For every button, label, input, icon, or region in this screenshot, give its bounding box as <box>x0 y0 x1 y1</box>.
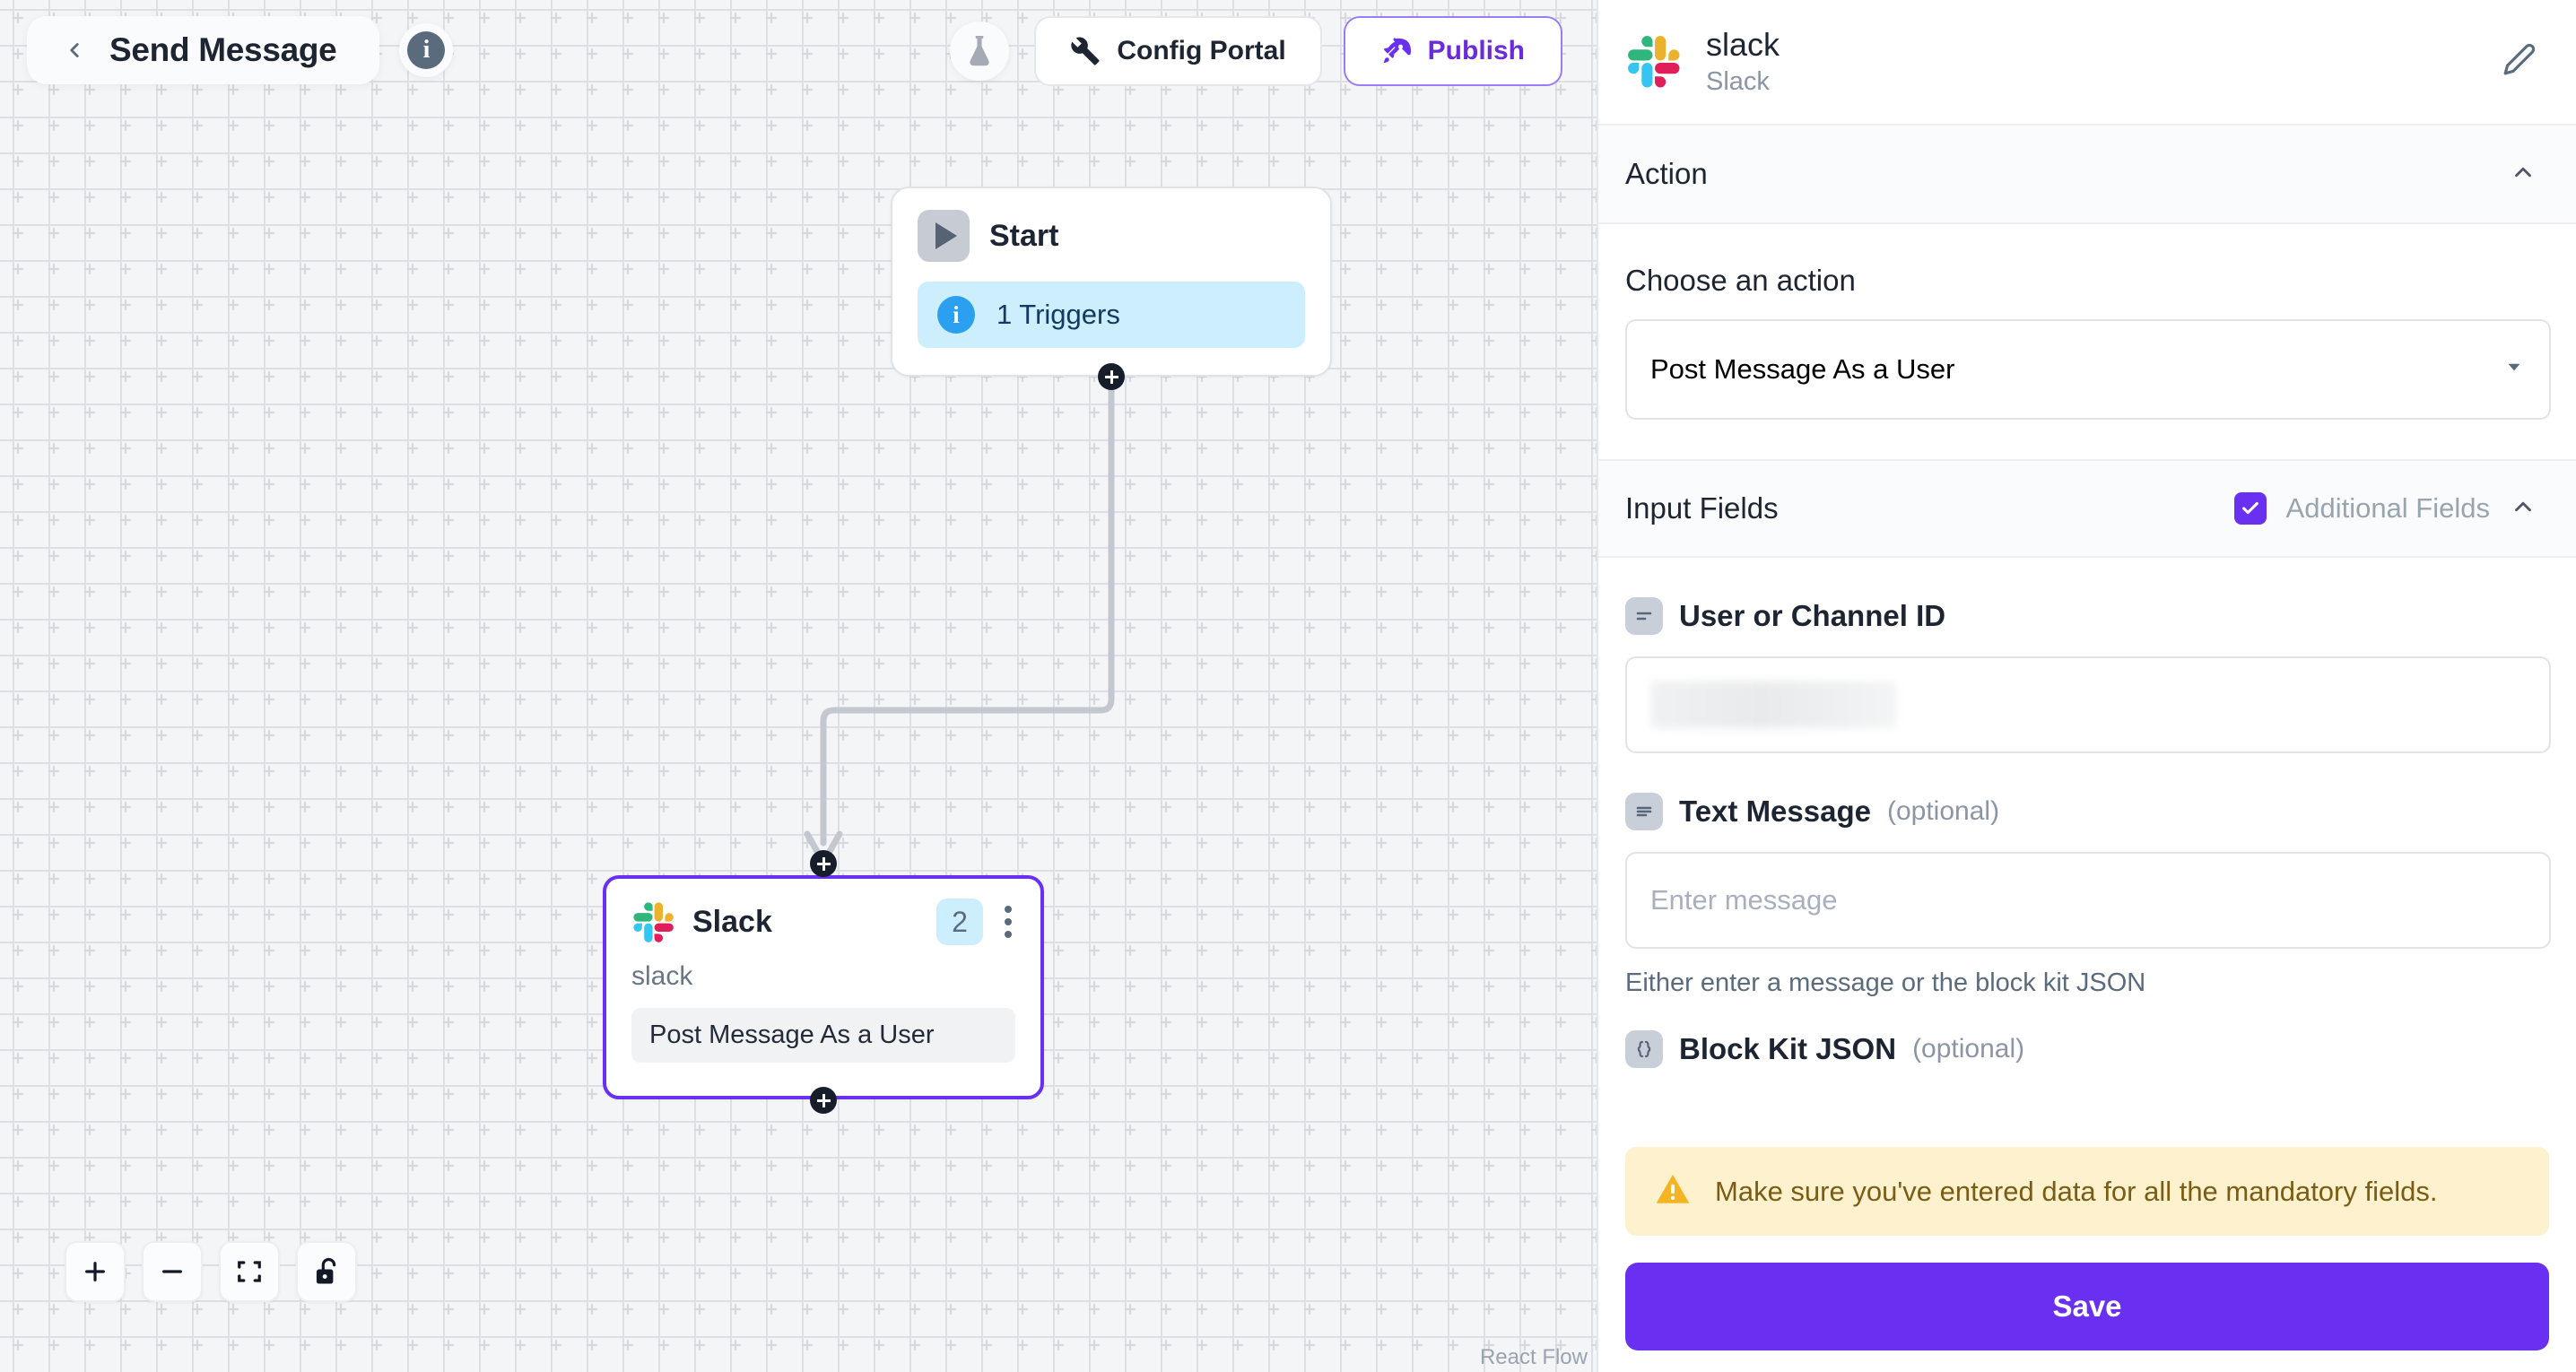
panel-footer: Make sure you've entered data for all th… <box>1598 1124 2576 1372</box>
flow-title-bar: Send Message <box>27 16 380 84</box>
text-message-input[interactable]: Enter message <box>1625 852 2551 949</box>
flow-edge-start-to-slack <box>804 373 1115 866</box>
flow-canvas[interactable]: Send Message i Config Portal <box>0 0 1597 1372</box>
field-label-block-kit-json: Block Kit JSON (optional) <box>1625 1030 2549 1068</box>
slack-node-subtitle: slack <box>631 961 693 991</box>
unlock-icon <box>316 1257 336 1284</box>
field-label-text: Block Kit JSON <box>1679 1032 1897 1065</box>
choose-action-label-row: Choose an action <box>1625 264 2549 298</box>
field-label-user-or-channel-id: User or Channel ID <box>1625 597 2549 635</box>
config-portal-button[interactable]: Config Portal <box>1034 16 1322 86</box>
field-label-text: User or Channel ID <box>1679 599 1946 632</box>
test-flask-button[interactable] <box>950 22 1010 81</box>
text-message-placeholder: Enter message <box>1650 884 1838 916</box>
action-select[interactable]: Post Message As a User <box>1625 319 2551 420</box>
field-optional-tag: (optional) <box>1886 796 2000 826</box>
text-field-icon <box>1625 793 1663 830</box>
plus-icon <box>85 1262 105 1281</box>
additional-fields-checkbox[interactable] <box>2233 492 2267 525</box>
start-node-title: Start <box>989 218 1059 253</box>
fit-view-icon <box>238 1261 261 1282</box>
slack-node-action-label: Post Message As a User <box>631 1008 1015 1063</box>
canvas-topbar-right: Config Portal Publish <box>950 16 1562 86</box>
canvas-grid <box>0 0 1597 1372</box>
add-node-handle-slack-bottom[interactable] <box>810 1087 837 1114</box>
zoom-out-button[interactable] <box>142 1241 203 1302</box>
config-portal-label: Config Portal <box>1117 36 1286 65</box>
text-message-helper: Either enter a message or the block kit … <box>1625 968 2146 997</box>
panel-header: slack Slack <box>1598 0 2576 126</box>
save-button[interactable]: Save <box>1625 1263 2549 1350</box>
text-field-icon <box>1625 597 1663 635</box>
panel-app-type: Slack <box>1706 66 1770 96</box>
slack-node-badge: 2 <box>936 899 983 945</box>
input-fields-section-header[interactable]: Input Fields Additional Fields <box>1598 459 2576 558</box>
input-fields-body: User or Channel ID Text Message (optiona… <box>1598 558 2576 1090</box>
info-icon: i <box>407 31 446 69</box>
slack-node-header: Slack 2 <box>631 899 1015 945</box>
chevron-down-icon <box>2502 353 2526 386</box>
page-title: Send Message <box>109 31 337 68</box>
check-icon <box>2241 501 2258 515</box>
user-or-channel-id-input[interactable] <box>1625 656 2551 753</box>
add-node-handle-start-bottom[interactable] <box>1098 363 1125 390</box>
publish-label: Publish <box>1427 36 1525 65</box>
slack-node-title: Slack <box>692 904 772 939</box>
action-section-title: Action <box>1625 157 1708 190</box>
mandatory-fields-warning: Make sure you've entered data for all th… <box>1625 1147 2549 1236</box>
action-section-header[interactable]: Action <box>1598 126 2576 224</box>
trigger-count-label: 1 Triggers <box>996 299 1120 330</box>
slack-logo-icon <box>633 902 674 942</box>
action-section-body: Choose an action Post Message As a User <box>1598 224 2576 420</box>
flow-node-start[interactable]: Start i 1 Triggers <box>891 187 1332 377</box>
wrench-icon <box>1071 37 1100 65</box>
start-node-header: Start <box>918 210 1305 262</box>
redacted-value <box>1650 682 1896 728</box>
slack-logo-icon <box>1628 36 1680 88</box>
action-select-value: Post Message As a User <box>1650 353 1955 385</box>
fit-view-button[interactable] <box>219 1241 280 1302</box>
info-icon: i <box>937 296 975 334</box>
field-label-text: Text Message <box>1679 795 1871 828</box>
lock-toggle-button[interactable] <box>296 1241 357 1302</box>
additional-fields-label: Additional Fields <box>2285 492 2490 524</box>
play-icon <box>918 210 970 262</box>
panel-app-name: slack <box>1706 25 1780 63</box>
kebab-menu-icon[interactable] <box>1001 902 1015 942</box>
field-label-text-message: Text Message (optional) <box>1625 793 2549 830</box>
warning-text: Make sure you've entered data for all th… <box>1715 1175 2438 1207</box>
flow-node-slack[interactable]: Slack 2 slack Post Message As a User <box>603 875 1044 1099</box>
node-config-panel: slack Slack Action Choose an action Post… <box>1597 0 2576 1372</box>
field-optional-tag: (optional) <box>1912 1034 2025 1064</box>
zoom-in-button[interactable] <box>65 1241 126 1302</box>
chevron-left-icon[interactable] <box>63 39 86 62</box>
choose-action-label: Choose an action <box>1625 264 1856 297</box>
add-node-handle-slack-top[interactable] <box>810 850 837 877</box>
chevron-up-icon[interactable] <box>2510 493 2537 525</box>
info-button[interactable]: i <box>399 23 454 77</box>
input-fields-section-title: Input Fields <box>1625 491 1779 525</box>
canvas-topbar-left: Send Message i <box>27 16 454 84</box>
flask-icon <box>970 36 989 66</box>
warning-triangle-icon <box>1654 1170 1692 1212</box>
minus-icon <box>162 1270 182 1273</box>
canvas-zoom-controls <box>65 1241 357 1302</box>
rocket-icon <box>1383 38 1411 64</box>
start-node-trigger-chip[interactable]: i 1 Triggers <box>918 282 1305 348</box>
pencil-icon[interactable] <box>2502 42 2537 81</box>
json-field-icon <box>1625 1030 1663 1068</box>
chevron-up-icon[interactable] <box>2510 159 2537 190</box>
react-flow-attribution[interactable]: React Flow <box>1479 1345 1588 1369</box>
publish-button[interactable]: Publish <box>1343 16 1562 86</box>
